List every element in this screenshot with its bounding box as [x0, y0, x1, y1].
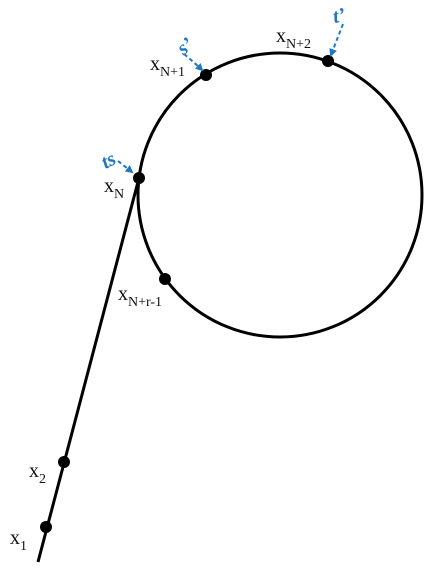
- cycle-circle: [136, 51, 424, 339]
- label-x2: x2: [29, 460, 46, 487]
- label-x1: x1: [10, 527, 27, 554]
- s-prime-arrow: [183, 53, 204, 72]
- node-xN1-dot: [200, 69, 212, 81]
- t-prime-arrow: [329, 23, 344, 57]
- pointer-t-prime: t’: [331, 4, 348, 28]
- label-xN1: xN+1: [150, 53, 185, 80]
- tail-line: [36, 177, 141, 563]
- node-xNr1-dot: [159, 273, 171, 285]
- pointer-s-prime: s’: [172, 33, 198, 60]
- ts-arrow: [117, 160, 134, 174]
- node-x2-dot: [58, 456, 70, 468]
- node-xN2-dot: [322, 55, 334, 67]
- label-xN2: xN+2: [276, 25, 311, 52]
- label-xNr1: xN+r-1: [118, 283, 162, 310]
- label-xN: xN: [104, 175, 124, 202]
- pointer-ts: ts: [98, 148, 120, 174]
- node-xN-dot: [133, 172, 145, 184]
- node-x1-dot: [40, 521, 52, 533]
